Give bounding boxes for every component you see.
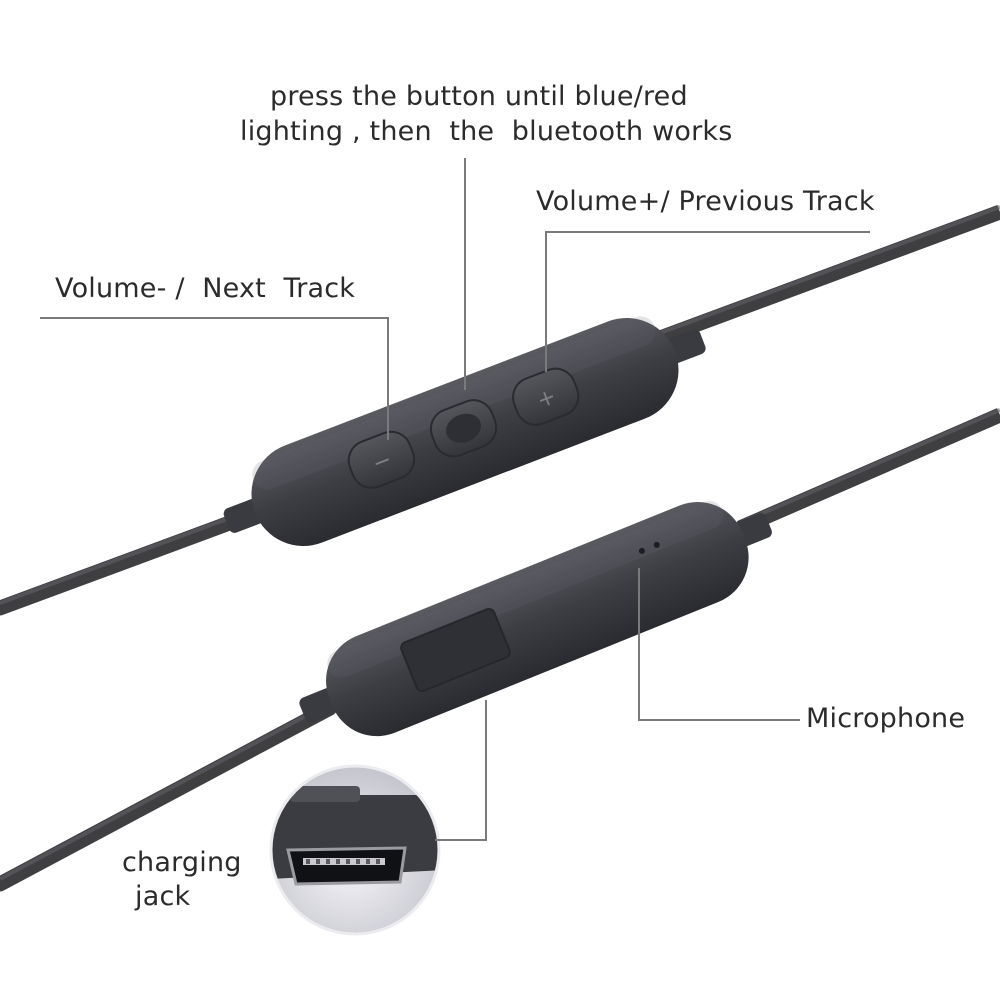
callout-lines [40, 158, 870, 841]
volume-minus-button: − [347, 430, 416, 489]
microphone-label: Microphone [806, 703, 966, 734]
charging-jack-label-line2: jack [135, 881, 191, 912]
multifunction-button [429, 399, 498, 458]
usb-port-icon [286, 846, 407, 886]
battery-module [299, 501, 772, 737]
microphone-hole [653, 541, 660, 548]
charging-port-cover [400, 607, 511, 693]
volume-plus-label: Volume+/ Previous Track [536, 186, 875, 217]
upper-cable [0, 204, 1000, 616]
charging-jack-label-line1: charging [122, 847, 242, 878]
lower-cable [0, 408, 1000, 892]
volume-minus-label: Volume- / Next Track [55, 273, 356, 304]
remote-control: − + [223, 316, 706, 546]
microphone-hole [638, 547, 645, 554]
charging-jack-zoom [269, 764, 441, 936]
press-button-instruction-line2: lighting , then the bluetooth works [240, 116, 733, 147]
volume-plus-button: + [512, 367, 580, 426]
press-button-instruction-line1: press the button until blue/red [270, 81, 688, 112]
